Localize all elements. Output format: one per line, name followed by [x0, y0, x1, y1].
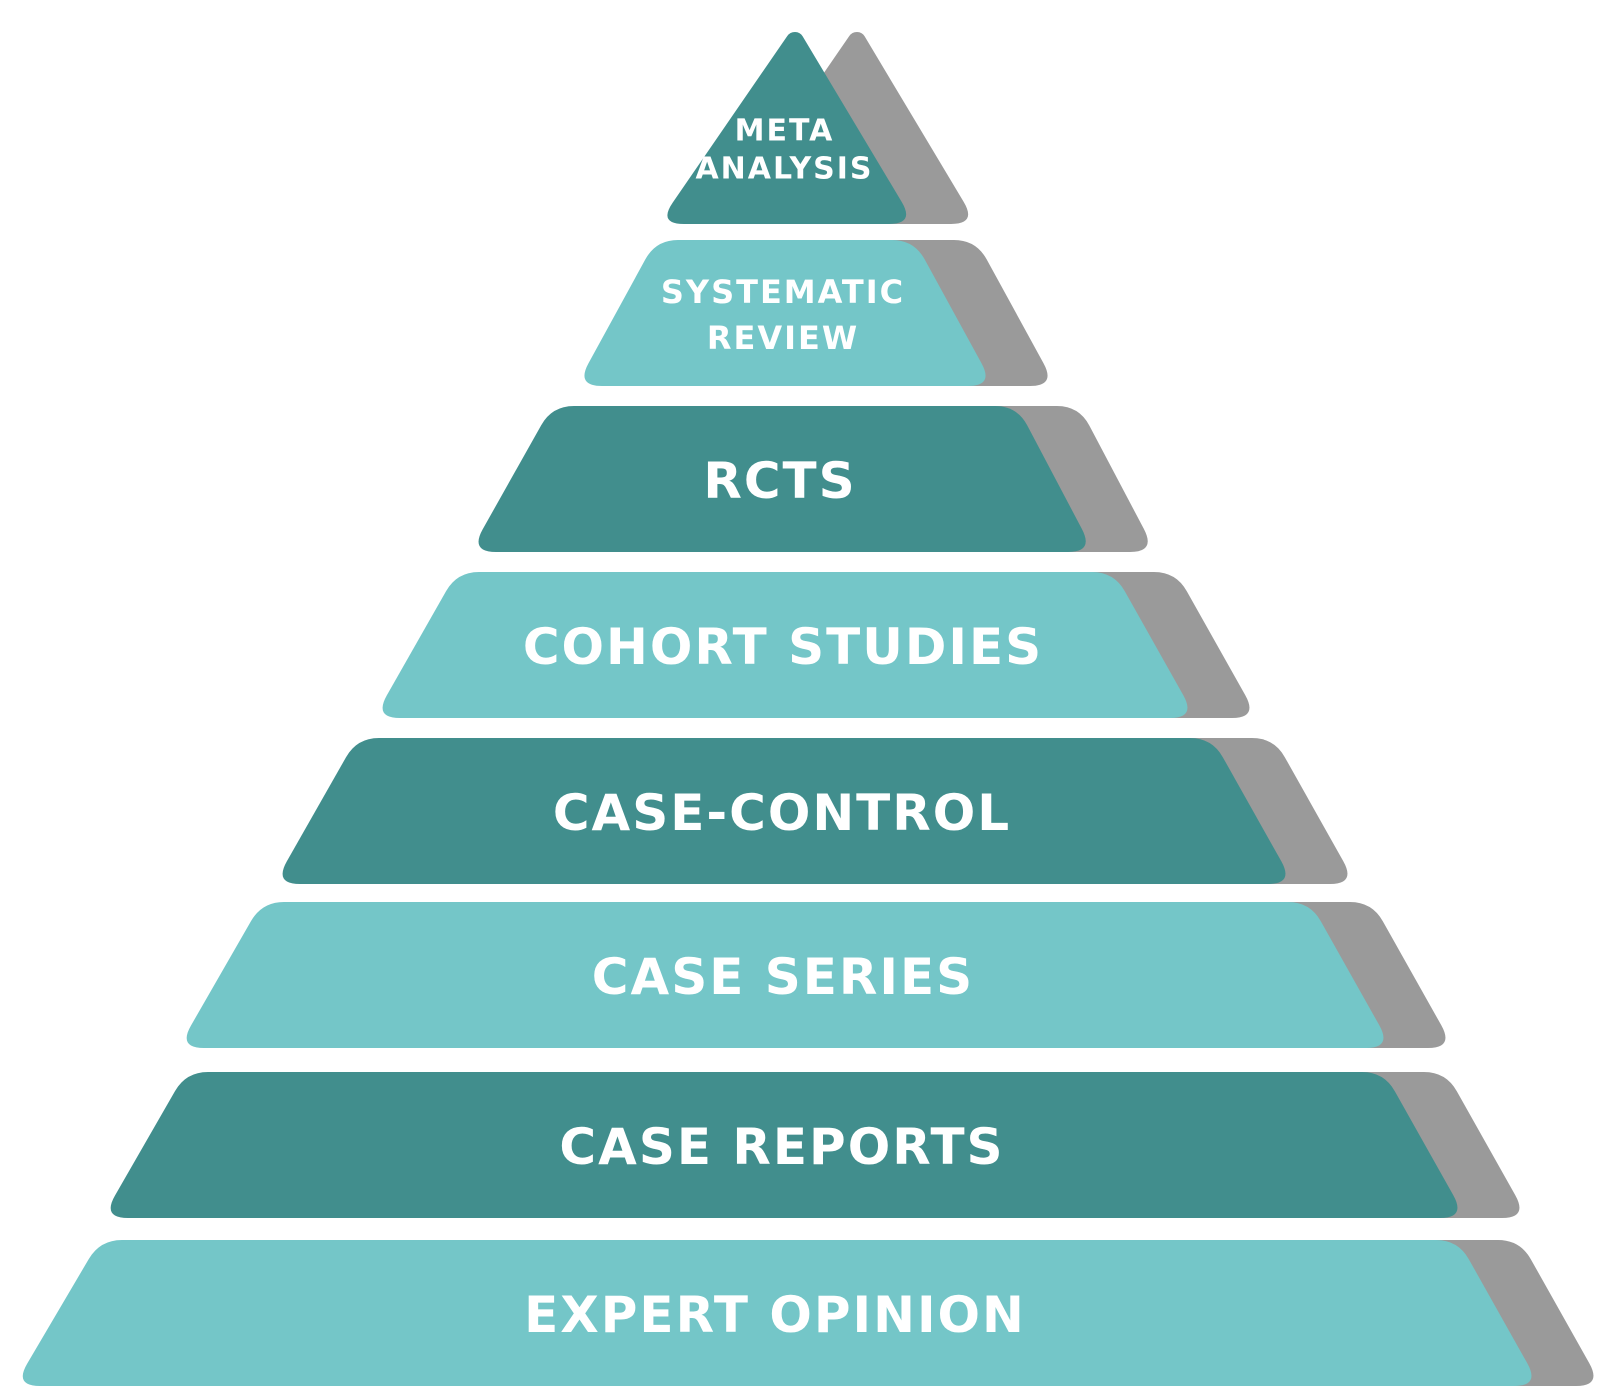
pyramid-tier: CASE-CONTROL: [282, 738, 1348, 884]
tier-face: [110, 1072, 1458, 1218]
tier-face: [667, 32, 907, 224]
tier-label: RCTS: [703, 452, 856, 510]
tier-face: [186, 902, 1384, 1048]
pyramid-tier: COHORT STUDIES: [382, 572, 1250, 718]
tier-label: SYSTEMATIC: [661, 273, 905, 311]
tier-label: ANALYSIS: [695, 152, 873, 187]
pyramid-tier: CASE SERIES: [186, 902, 1446, 1048]
tier-face: [282, 738, 1286, 884]
tier-label: META: [735, 114, 835, 149]
tier-label: EXPERT OPINION: [524, 1286, 1026, 1344]
tier-face: [478, 406, 1086, 552]
pyramid-tier: CASE REPORTS: [110, 1072, 1520, 1218]
tier-face: [382, 572, 1188, 718]
tier-label: CASE-CONTROL: [553, 784, 1011, 842]
tier-label: REVIEW: [707, 319, 859, 357]
pyramid-tier: EXPERT OPINION: [22, 1240, 1594, 1386]
tier-label: CASE REPORTS: [559, 1118, 1004, 1176]
tier-face: [584, 240, 986, 386]
tier-label: CASE SERIES: [592, 948, 974, 1006]
tier-label: COHORT STUDIES: [523, 618, 1043, 676]
pyramid-tier: SYSTEMATIC REVIEW: [584, 240, 1048, 386]
pyramid-tier: RCTS: [478, 406, 1148, 552]
tier-face: [22, 1240, 1532, 1386]
